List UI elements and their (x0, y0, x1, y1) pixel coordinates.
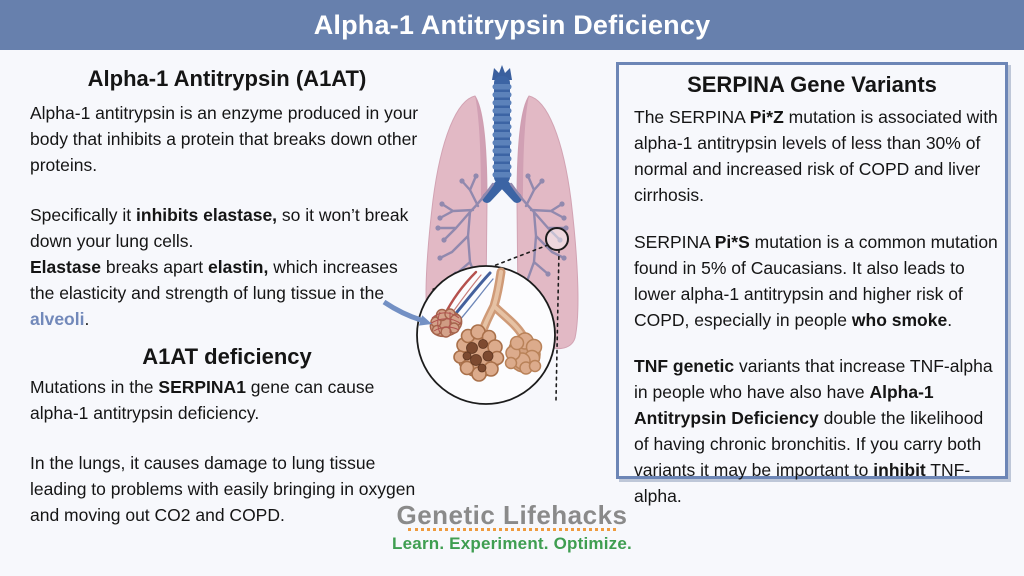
logo-title: Genetic Lifehacks (396, 500, 628, 530)
alveoli-highlight: alveoli (30, 309, 85, 329)
logo-tagline: Learn. Experiment. Optimize. (392, 534, 632, 553)
bronchi-stubs (482, 177, 522, 203)
paragraph-serpina1: Mutations in the SERPINA1 gene can cause… (30, 377, 375, 423)
paragraph-lung-damage: In the lungs, it causes damage to lung t… (30, 453, 416, 525)
logo-dotted-divider (408, 528, 616, 531)
paragraph-a1at-intro: Alpha-1 antitrypsin is an enzyme produce… (30, 103, 419, 175)
right-lung-shading (517, 96, 529, 200)
header-bar: Alpha-1 Antitrypsin Deficiency (0, 0, 1024, 50)
serpina-variants-box: SERPINA Gene Variants The SERPINA Pi*Z m… (616, 62, 1008, 506)
section-heading-a1at: Alpha-1 Antitrypsin (A1AT) (87, 66, 367, 91)
paragraph-elastase: Specifically it inhibits elastase, so it… (30, 205, 409, 251)
paragraph-elastin: Elastase breaks apart elastin, which inc… (30, 257, 398, 329)
alveoli-arrow-icon (382, 299, 432, 326)
left-lung-shading (475, 96, 487, 200)
paragraph-pis: SERPINA Pi*S mutation is a common mutati… (634, 232, 998, 330)
trachea-icon (492, 65, 512, 184)
lung-sample-circle (545, 227, 569, 251)
alveoli-cluster-right (504, 332, 543, 375)
lungs-illustration (382, 65, 579, 405)
alveoli-dark-spots (462, 339, 494, 373)
genetic-lifehacks-logo: Genetic Lifehacks Learn. Experiment. Opt… (380, 501, 644, 554)
capillary-net (429, 311, 462, 334)
paragraph-tnf: TNF genetic variants that increase TNF-a… (634, 356, 993, 506)
box-heading: SERPINA Gene Variants (687, 72, 937, 97)
section-heading-deficiency: A1AT deficiency (142, 344, 312, 369)
page-title: Alpha-1 Antitrypsin Deficiency (313, 9, 711, 40)
paragraph-piz: The SERPINA Pi*Z mutation is associated … (634, 107, 998, 205)
